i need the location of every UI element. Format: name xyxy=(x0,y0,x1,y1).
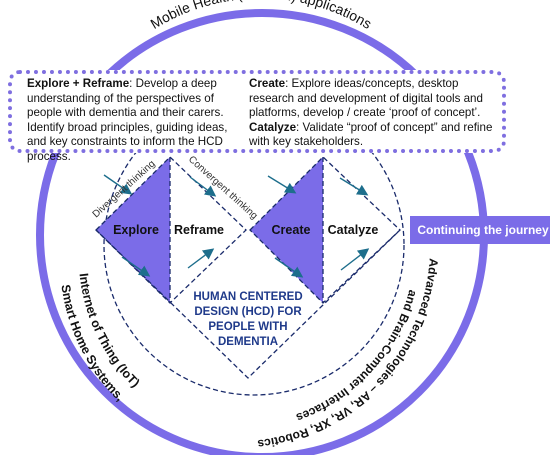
arrow-reframe-top xyxy=(189,176,217,197)
description-explore-reframe: Explore + Reframe: Develop a deep unders… xyxy=(27,77,242,164)
arrow-catalyze-bottom xyxy=(340,248,370,271)
convergent-thinking-label: Convergent thinking xyxy=(186,154,259,222)
bottom-diamond xyxy=(95,229,401,379)
explore-reframe-heading: Explore + Reframe xyxy=(27,77,130,90)
arrow-explore-bottom xyxy=(121,256,151,277)
center-label-line2: DESIGN (HCD) FOR xyxy=(194,306,302,318)
catalyze-text: : Validate “proof of concept” and refine… xyxy=(249,120,493,149)
description-create-catalyze: Create: Explore ideas/concepts, desktop … xyxy=(249,77,499,150)
left-diamond xyxy=(95,156,247,304)
explore-triangle xyxy=(96,157,170,303)
phase-catalyze: Catalyze xyxy=(328,223,379,237)
phase-explore: Explore xyxy=(113,223,159,237)
description-box xyxy=(8,70,506,153)
explore-reframe-text: : Develop a deep understanding of the pe… xyxy=(27,77,228,163)
phase-create: Create xyxy=(272,223,311,237)
create-text: : Explore ideas/concepts, desktop resear… xyxy=(249,77,483,119)
catalyze-heading: Catalyze xyxy=(249,120,297,134)
center-label-line1: HUMAN CENTERED xyxy=(193,291,302,303)
arrow-explore-top xyxy=(103,174,133,195)
arrow-create-top xyxy=(267,175,297,194)
arrow-reframe-bottom xyxy=(187,248,215,269)
ring-label-right-1: Advanced Technologies – AR, VR, XR, Robo… xyxy=(256,258,440,451)
arrow-create-bottom xyxy=(274,257,304,278)
center-label-line4: DEMENTIA xyxy=(218,336,278,348)
phase-reframe: Reframe xyxy=(174,223,224,237)
create-heading: Create xyxy=(249,77,286,90)
continuing-the-journey-label: Continuing the journey xyxy=(410,216,550,244)
center-label-line3: PEOPLE WITH xyxy=(208,321,287,333)
arrow-catalyze-top xyxy=(339,177,369,196)
create-triangle xyxy=(250,157,323,303)
